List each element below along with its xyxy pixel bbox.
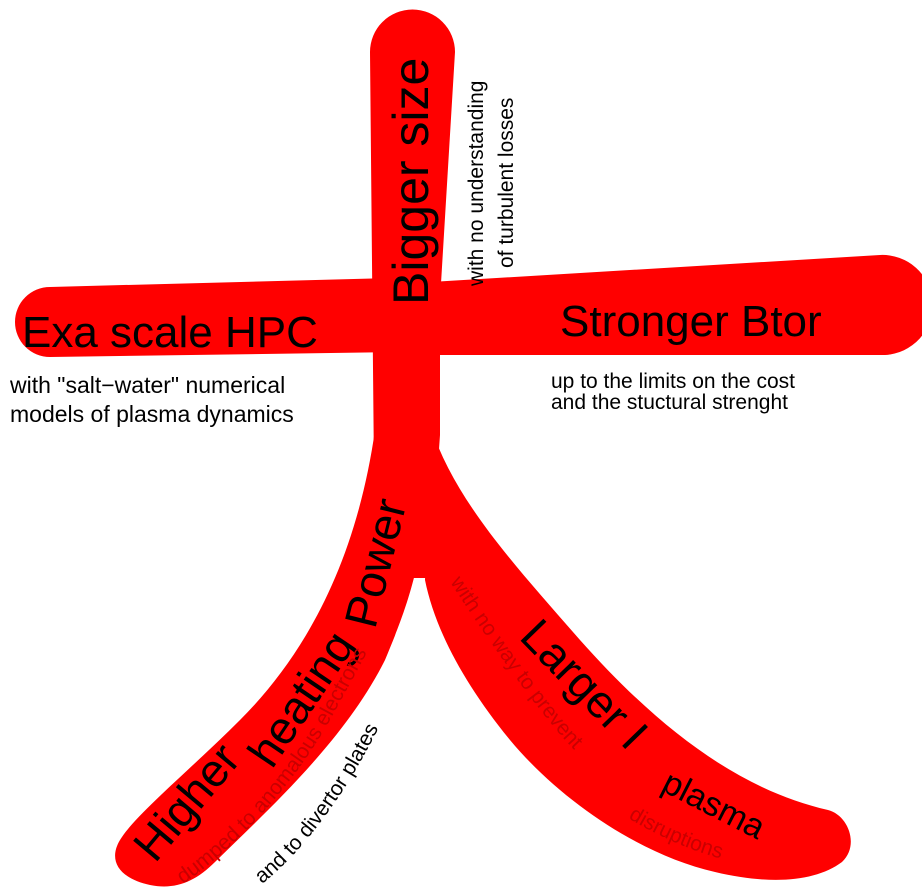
bigger-size-note-2: of turbulent losses xyxy=(495,98,518,268)
stronger-btor-note-1: up to the limits on the cost xyxy=(551,370,795,393)
exa-hpc-label: Exa scale HPC xyxy=(22,308,318,357)
exa-hpc-note-1: with "salt−water" numerical xyxy=(9,372,285,398)
bigger-size-label: Bigger size xyxy=(383,58,439,305)
stronger-btor-note-2: and the stuctural strenght xyxy=(551,391,788,414)
bigger-size-note-1: with no understanding xyxy=(465,81,488,287)
exa-hpc-note-2: models of plasma dynamics xyxy=(10,401,294,427)
stronger-btor-label: Stronger Btor xyxy=(560,297,822,346)
